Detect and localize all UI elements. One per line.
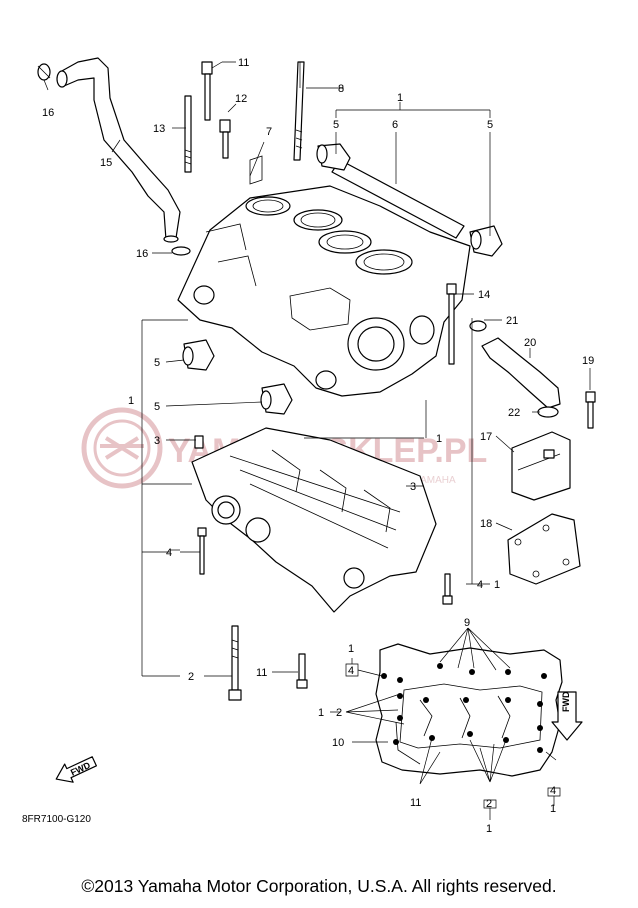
- callout-22: 22: [508, 407, 520, 419]
- leader-lines: [43, 61, 591, 820]
- breather-cover-17: [511, 431, 571, 501]
- bearing-5-top-right: [469, 225, 503, 257]
- callout-5-top-left: 5: [333, 119, 339, 131]
- bolt-11-top: [201, 61, 213, 121]
- callout-10: 10: [332, 737, 344, 749]
- dowel-3-left: [194, 435, 204, 449]
- bearing-5-mid-a: [182, 339, 215, 371]
- plan-bolt-holes: [381, 663, 547, 753]
- diagram-code: 8FR7100-G120: [22, 814, 91, 825]
- callout-12: 12: [235, 93, 247, 105]
- callout-1-plan-top-left: 1: [348, 643, 354, 655]
- bolt-2: [228, 625, 242, 701]
- callout-1-plan-bottom-right: 1: [550, 803, 556, 815]
- hose-clamp-mid: [171, 246, 191, 256]
- callout-4-left: 4: [166, 547, 172, 559]
- callout-2-left: 2: [188, 671, 194, 683]
- callout-9: 9: [464, 617, 470, 629]
- callout-11-bottom: 11: [256, 667, 267, 679]
- oil-hose-20: [481, 337, 561, 409]
- breather-hose: [56, 57, 181, 243]
- bearing-5-top-left: [316, 143, 351, 171]
- callout-1-plan-bottom: 1: [486, 823, 492, 835]
- stud-bolt-8: [293, 61, 305, 161]
- callout-16-top: 16: [42, 107, 54, 119]
- callout-16-mid: 16: [136, 248, 148, 260]
- callout-1-right: 1: [494, 579, 500, 591]
- bolt-4-left: [197, 527, 207, 575]
- callout-2-plan-left: 2: [336, 707, 342, 719]
- callout-18: 18: [480, 518, 492, 530]
- callout-8: 8: [338, 83, 344, 95]
- stud-bolt-13: [184, 95, 192, 173]
- clamp-22: [537, 406, 559, 418]
- copyright-notice: ©2013 Yamaha Motor Corporation, U.S.A. A…: [81, 876, 557, 896]
- callout-2-plan-bottom: 2: [486, 798, 492, 810]
- fwd-arrow-icon: FWD: [55, 756, 98, 783]
- callout-15: 15: [100, 157, 112, 169]
- callout-4-plan-bottom-right: 4: [550, 785, 556, 797]
- callout-19: 19: [582, 355, 594, 367]
- bolt-14: [446, 283, 457, 365]
- crankcase-plan-view: FWD: [375, 643, 583, 777]
- callout-21: 21: [506, 315, 518, 327]
- gasket-18: [507, 513, 581, 585]
- callout-11-plan: 11: [410, 797, 421, 809]
- upper-crankcase: [177, 185, 471, 397]
- callout-1-plan-left: 1: [318, 707, 324, 719]
- lower-crankcase: [191, 427, 437, 613]
- callout-11-top: 11: [238, 57, 249, 69]
- callout-7: 7: [266, 126, 272, 138]
- bolt-19: [585, 391, 596, 429]
- callout-4-plan-top-left: 4: [348, 665, 354, 677]
- watermark-logo-icon: [81, 407, 163, 489]
- bolt-4-right: [442, 573, 453, 605]
- fwd-label-plan: FWD: [561, 691, 571, 712]
- callout-5-mid-a: 5: [154, 357, 160, 369]
- hose-clamp-top: [37, 63, 51, 81]
- callout-20: 20: [524, 337, 536, 349]
- bearing-5-mid-b: [260, 383, 293, 415]
- callout-labels: 1 5 6 5 8 11 12 13 7 16 15 16 14 21 20 1…: [42, 57, 594, 835]
- bolt-11-bottom: [296, 653, 308, 689]
- callout-3-left: 3: [154, 435, 160, 447]
- fwd-arrow-plan-icon: FWD: [551, 691, 583, 741]
- callout-1-mid: 1: [436, 433, 442, 445]
- callout-6: 6: [392, 119, 398, 131]
- callout-4-right: 4: [477, 579, 483, 591]
- callout-1-top: 1: [397, 92, 403, 104]
- clip-21: [469, 320, 487, 332]
- dowel-7: [249, 155, 263, 185]
- callout-17: 17: [480, 431, 492, 443]
- callout-5-top-right: 5: [487, 119, 493, 131]
- callout-1-left: 1: [128, 395, 134, 407]
- bolt-12: [219, 119, 231, 159]
- callout-14: 14: [478, 289, 490, 301]
- callout-3-right: 3: [410, 481, 416, 493]
- callout-13: 13: [153, 123, 165, 135]
- callout-5-mid-b: 5: [154, 401, 160, 413]
